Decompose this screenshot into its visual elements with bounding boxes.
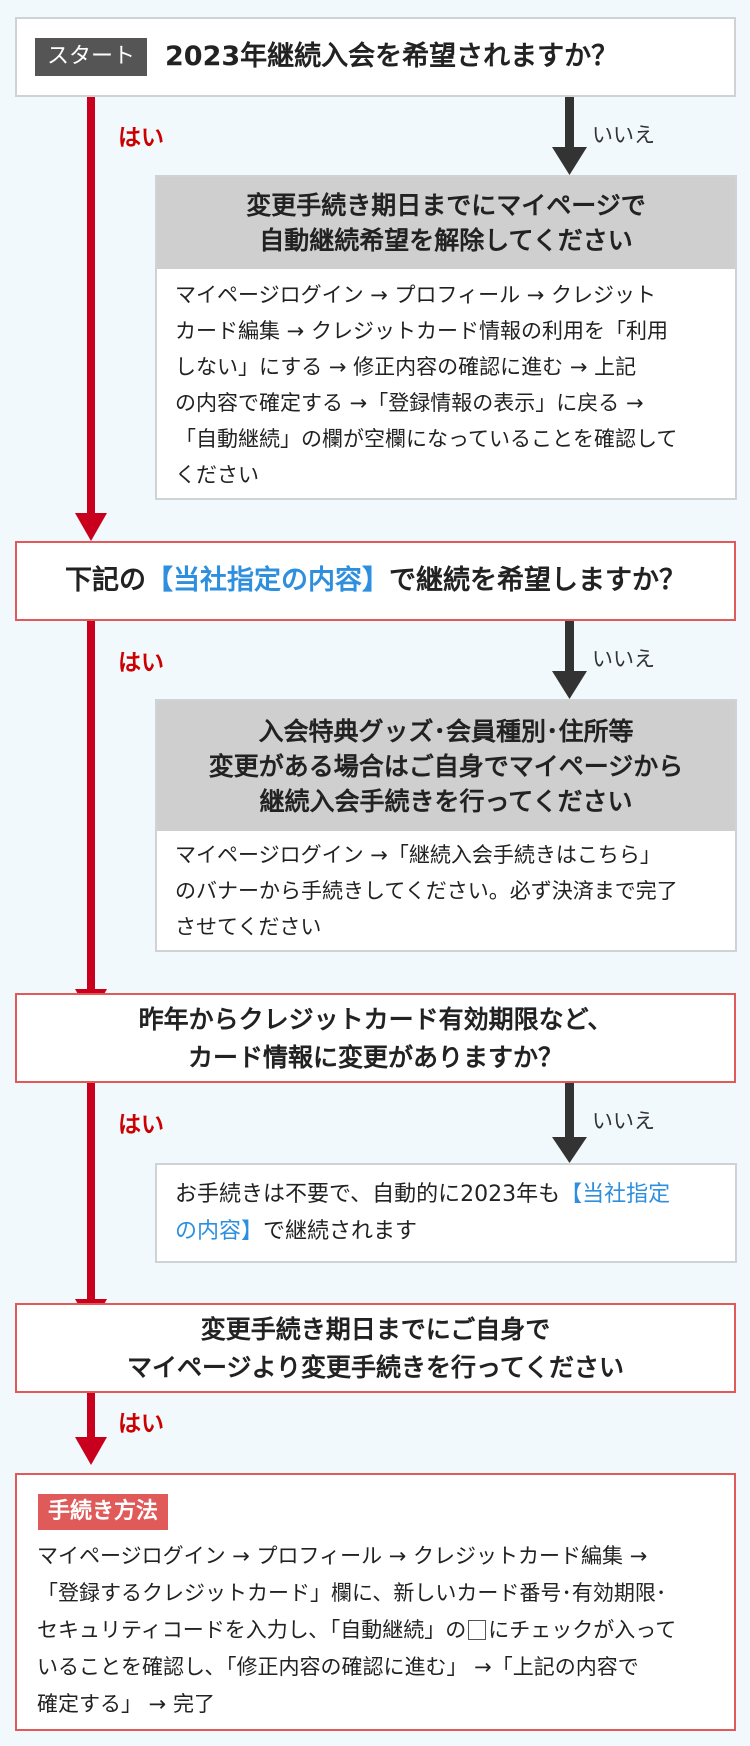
answer-no-action-pre: お手続きは不要で、自動的に2023年も <box>175 1182 561 1207</box>
answer-no-action-needed: お手続きは不要で、自動的に2023年も【当社指定 の内容】で継続されます <box>155 1163 737 1263</box>
answer-cancel-auto-renewal: 変更手続き期日までにマイページで 自動継続希望を解除してください マイページログ… <box>155 175 737 500</box>
question-card-change-box: 昨年からクレジットカード有効期限など、 カード情報に変更がありますか？ <box>15 993 736 1083</box>
answer-no-action-post: で継続されます <box>263 1219 418 1244</box>
answer-cancel-step-line: しない」にする → 修正内容の確認に進む → 上記 <box>175 355 637 379</box>
answer-cancel-step-line: ください <box>175 463 259 487</box>
answer-manual-step-line: のバナーから手続きしてください。必ず決済まで完了 <box>175 879 678 903</box>
answer-manual-step-line: させてください <box>175 915 322 939</box>
answer-cancel-step-line: カード編集 → クレジットカード情報の利用を「利用 <box>175 319 668 343</box>
procedure-step-line: 確定する」 → 完了 <box>37 1692 215 1716</box>
no-label-2: いいえ <box>592 647 655 671</box>
yes-label-1: はい <box>118 125 164 151</box>
yes-arrow-4-shaft <box>87 1393 95 1439</box>
answer-cancel-step-line: マイページログイン → プロフィール → クレジット <box>175 283 657 307</box>
procedure-step-line-post: にチェックが入って <box>488 1618 677 1642</box>
question-3-line1: 昨年からクレジットカード有効期限など、 <box>138 1005 613 1034</box>
answer-manual-heading-line3: 継続入会手続きを行ってください <box>259 787 633 816</box>
yes-label-4: はい <box>118 1411 164 1437</box>
instruction-line2: マイページより変更手続きを行ってください <box>126 1353 624 1382</box>
question-card-change-text: 昨年からクレジットカード有効期限など、 カード情報に変更がありますか？ <box>17 1001 734 1077</box>
procedure-method-box: 手続き方法 マイページログイン → プロフィール → クレジットカード編集 → … <box>15 1473 736 1731</box>
yes-arrow-3-shaft <box>87 1083 95 1301</box>
no-arrow-2-head <box>552 671 587 699</box>
procedure-method-tag: 手続き方法 <box>38 1494 169 1530</box>
no-label-1: いいえ <box>592 123 655 147</box>
answer-cancel-step-line: の内容で確定する →「登録情報の表示」に戻る → <box>175 391 644 415</box>
answer-no-action-highlight: の内容】 <box>175 1219 264 1244</box>
no-label-3: いいえ <box>592 1109 655 1133</box>
yes-arrow-1-head <box>75 513 107 541</box>
no-arrow-3-head <box>552 1137 587 1163</box>
start-question-box: スタート 2023年継続入会を希望されますか？ <box>15 17 736 97</box>
yes-arrow-1-shaft <box>87 97 95 515</box>
question-3-line2: カード情報に変更がありますか？ <box>187 1043 563 1072</box>
procedure-step-line: 「登録するクレジットカード」欄に、新しいカード番号･有効期限･ <box>37 1581 667 1605</box>
instruction-change-box: 変更手続き期日までにご自身で マイページより変更手続きを行ってください <box>15 1303 736 1393</box>
answer-manual-renewal: 入会特典グッズ･会員種別･住所等 変更がある場合はご自身でマイページから 継続入… <box>155 699 737 952</box>
yes-label-3: はい <box>118 1112 164 1138</box>
answer-manual-steps: マイページログイン →「継続入会手続きはこちら」 のバナーから手続きしてください… <box>157 831 735 955</box>
yes-arrow-2-shaft <box>87 621 95 991</box>
answer-cancel-step-line: 「自動継続」の欄が空欄になっていることを確認して <box>175 427 678 451</box>
answer-manual-step-line: マイページログイン →「継続入会手続きはこちら」 <box>175 843 661 867</box>
no-arrow-1-shaft <box>565 97 574 149</box>
no-arrow-2-shaft <box>565 621 574 673</box>
question-default-content-text: 下記の【当社指定の内容】で継続を希望しますか？ <box>17 559 734 603</box>
checkbox-icon <box>468 1620 487 1640</box>
answer-manual-heading-line2: 変更がある場合はご自身でマイページから <box>208 752 684 781</box>
answer-manual-heading: 入会特典グッズ･会員種別･住所等 変更がある場合はご自身でマイページから 継続入… <box>157 701 735 831</box>
instruction-change-text: 変更手続き期日までにご自身で マイページより変更手続きを行ってください <box>17 1311 734 1387</box>
question-2-pre: 下記の <box>65 565 146 596</box>
no-arrow-1-head <box>552 147 587 175</box>
procedure-step-line-pre: セキュリティコードを入力し､「自動継続」の <box>37 1618 467 1642</box>
yes-arrow-4-head <box>75 1437 107 1465</box>
answer-cancel-heading: 変更手続き期日までにマイページで 自動継続希望を解除してください <box>157 177 735 269</box>
answer-cancel-heading-line1: 変更手続き期日までにマイページで <box>246 191 646 220</box>
procedure-step-line: いることを確認し､「修正内容の確認に進む」 →「上記の内容で <box>37 1655 639 1679</box>
answer-no-action-text: お手続きは不要で、自動的に2023年も【当社指定 の内容】で継続されます <box>157 1165 735 1260</box>
start-tag: スタート <box>35 38 148 76</box>
procedure-method-steps: マイページログイン → プロフィール → クレジットカード編集 → 「登録するク… <box>37 1538 727 1723</box>
answer-manual-heading-line1: 入会特典グッズ･会員種別･住所等 <box>258 717 634 746</box>
answer-cancel-heading-line2: 自動継続希望を解除してください <box>259 226 633 255</box>
answer-cancel-steps: マイページログイン → プロフィール → クレジット カード編集 → クレジット… <box>157 269 735 503</box>
yes-label-2: はい <box>118 650 164 676</box>
instruction-line1: 変更手続き期日までにご自身で <box>200 1315 551 1344</box>
question-default-content-box: 下記の【当社指定の内容】で継続を希望しますか？ <box>15 541 736 621</box>
question-2-highlight: 【当社指定の内容】 <box>146 565 389 596</box>
procedure-step-line: セキュリティコードを入力し､「自動継続」のにチェックが入って <box>37 1612 727 1649</box>
answer-no-action-highlight: 【当社指定 <box>560 1182 671 1207</box>
question-2-post: で継続を希望しますか？ <box>389 565 686 596</box>
procedure-step-line: マイページログイン → プロフィール → クレジットカード編集 → <box>37 1544 648 1568</box>
start-question-text: 2023年継続入会を希望されますか？ <box>165 41 619 72</box>
no-arrow-3-shaft <box>565 1083 574 1139</box>
